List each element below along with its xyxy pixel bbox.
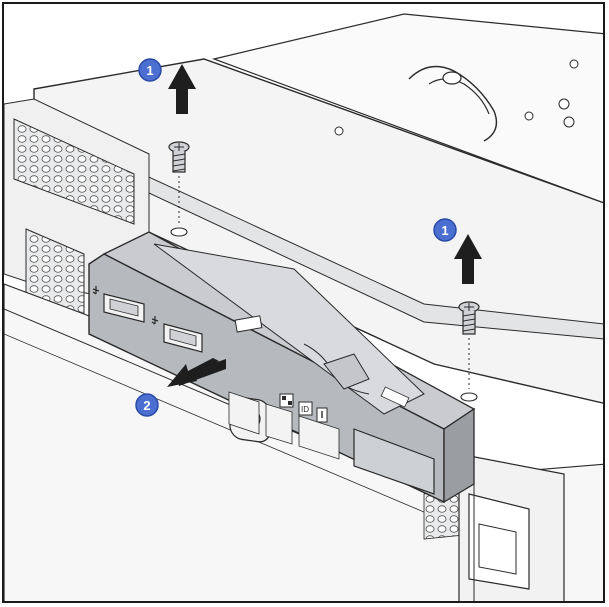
- server-front-panel-illustration: ID 1: [4, 13, 603, 601]
- screw-left: [168, 141, 190, 237]
- usb-port-2: [163, 323, 203, 353]
- usb-icon: [151, 316, 159, 325]
- step-2-label: 2: [143, 398, 150, 413]
- step-1-callout-left: 1: [138, 58, 162, 82]
- front-operator-panel: ID: [88, 231, 476, 504]
- error-led-icon: [316, 407, 328, 423]
- step-1-callout-right: 1: [433, 218, 457, 242]
- id-led-icon: ID: [298, 401, 313, 416]
- left-vent-grille: [4, 98, 150, 325]
- arrow-up-left-screw: [168, 64, 196, 114]
- step-1-label: 1: [441, 223, 448, 238]
- step-2-callout: 2: [135, 393, 159, 417]
- rear-chassis: [211, 13, 603, 204]
- step-1-label: 1: [146, 63, 153, 78]
- usb-icon: [92, 286, 100, 295]
- screw-right: [458, 301, 480, 402]
- arrow-up-right-screw: [454, 234, 482, 284]
- arrow-slide-out: [167, 358, 226, 387]
- svg-text:ID: ID: [301, 405, 309, 414]
- network-icon: [279, 393, 294, 408]
- usb-port-1: [103, 293, 145, 323]
